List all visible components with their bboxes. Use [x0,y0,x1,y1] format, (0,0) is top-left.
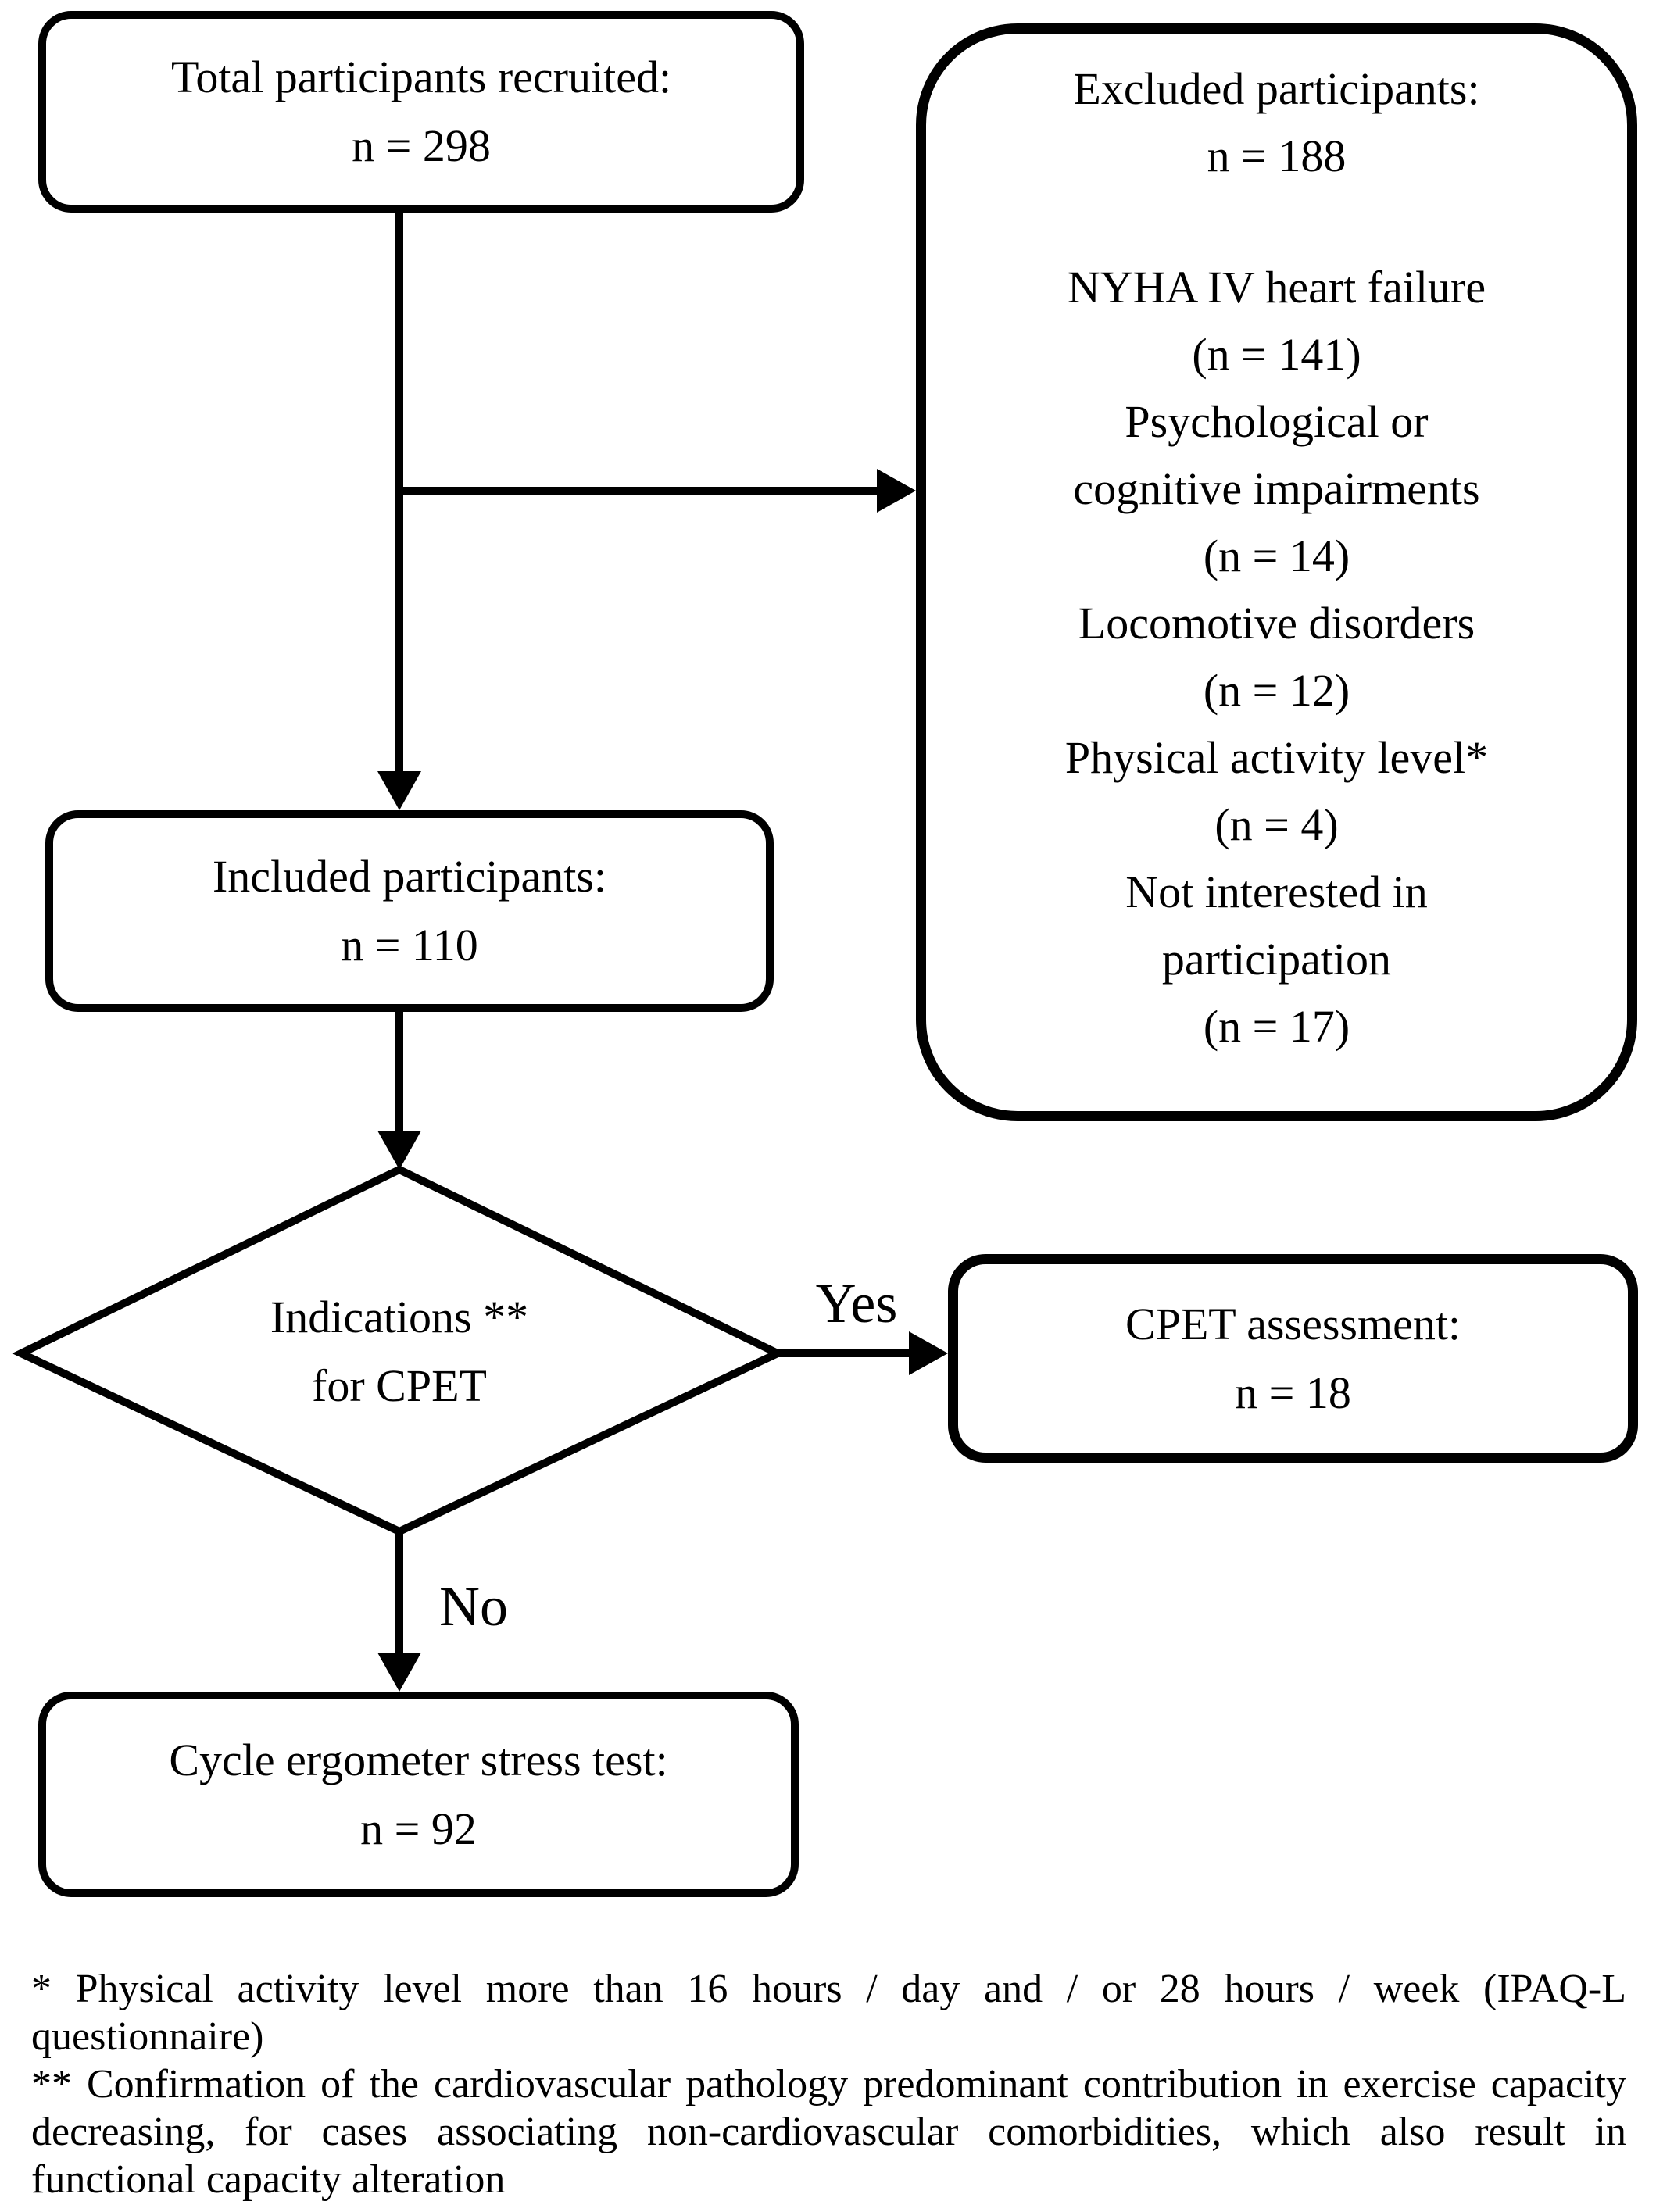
node-included-title: Included participants: [212,851,607,902]
node-included-count: n = 110 [341,920,478,970]
excluded-reason-label: cognitive impairments [1073,463,1480,514]
edge-label-yes: Yes [815,1272,898,1335]
node-cycle-count: n = 92 [360,1803,477,1854]
footnote-cpet-confirmation: ** Confirmation of the cardiovascular pa… [31,2062,1626,2202]
node-excluded-participants: Excluded participants: n = 188 NYHA IV h… [916,23,1637,1121]
node-cpet-assessment: CPET assessment: n = 18 [948,1254,1638,1463]
node-total-count: n = 298 [352,120,491,171]
excluded-reason-label: NYHA IV heart failure [1067,262,1486,313]
excluded-reason-label: Physical activity level* [1064,732,1489,783]
arrow-total-to-included [377,213,421,810]
node-cycle-title: Cycle ergometer stress test: [169,1734,668,1785]
decision-line1: Indications ** [270,1292,529,1342]
excluded-reason-label: Psychological or [1125,396,1429,447]
node-excluded-title: Excluded participants: [1073,63,1480,114]
excluded-reason-count: (n = 12) [1203,665,1350,716]
node-cycle-ergometer: Cycle ergometer stress test: n = 92 [38,1692,799,1897]
excluded-reason: Locomotive disorders (n = 12) [1065,590,1488,724]
node-total-title: Total participants recruited: [170,52,672,102]
excluded-reason: Physical activity level* (n = 4) [1065,724,1488,859]
excluded-reason: Not interested in participation (n = 17) [1065,859,1488,1060]
arrow-decision-to-cycle [377,1531,421,1692]
node-cpet-title: CPET assessment: [1125,1298,1461,1349]
arrow-decision-to-cpet [778,1331,948,1375]
node-total-participants: Total participants recruited: n = 298 [38,11,804,213]
excluded-reasons-list: NYHA IV heart failure (n = 141) Psycholo… [1065,254,1488,1060]
excluded-reason-label: Locomotive disorders [1078,598,1475,649]
decision-line2: for CPET [312,1360,487,1411]
excluded-reason-label: Not interested in [1125,867,1428,917]
excluded-reason-count: (n = 17) [1203,1001,1350,1052]
node-included-participants: Included participants: n = 110 [45,810,774,1012]
arrow-branch-to-excluded [395,469,916,513]
excluded-reason: Psychological or cognitive impairments (… [1065,388,1488,590]
footnote-physical-activity: * Physical activity level more than 16 h… [31,1967,1626,2059]
arrow-included-to-decision [377,1012,421,1170]
edge-label-no: No [439,1575,508,1638]
node-decision-indications-cpet: Indications ** for CPET [165,1283,634,1420]
footnotes: * Physical activity level more than 16 h… [31,1965,1626,2203]
excluded-reason-label: participation [1161,934,1392,985]
excluded-reason: NYHA IV heart failure (n = 141) [1065,254,1488,388]
excluded-reason-count: (n = 141) [1192,329,1361,380]
node-excluded-count: n = 188 [1207,130,1347,181]
node-cpet-count: n = 18 [1235,1367,1351,1418]
excluded-reason-count: (n = 14) [1203,531,1350,581]
excluded-reason-count: (n = 4) [1214,799,1339,850]
